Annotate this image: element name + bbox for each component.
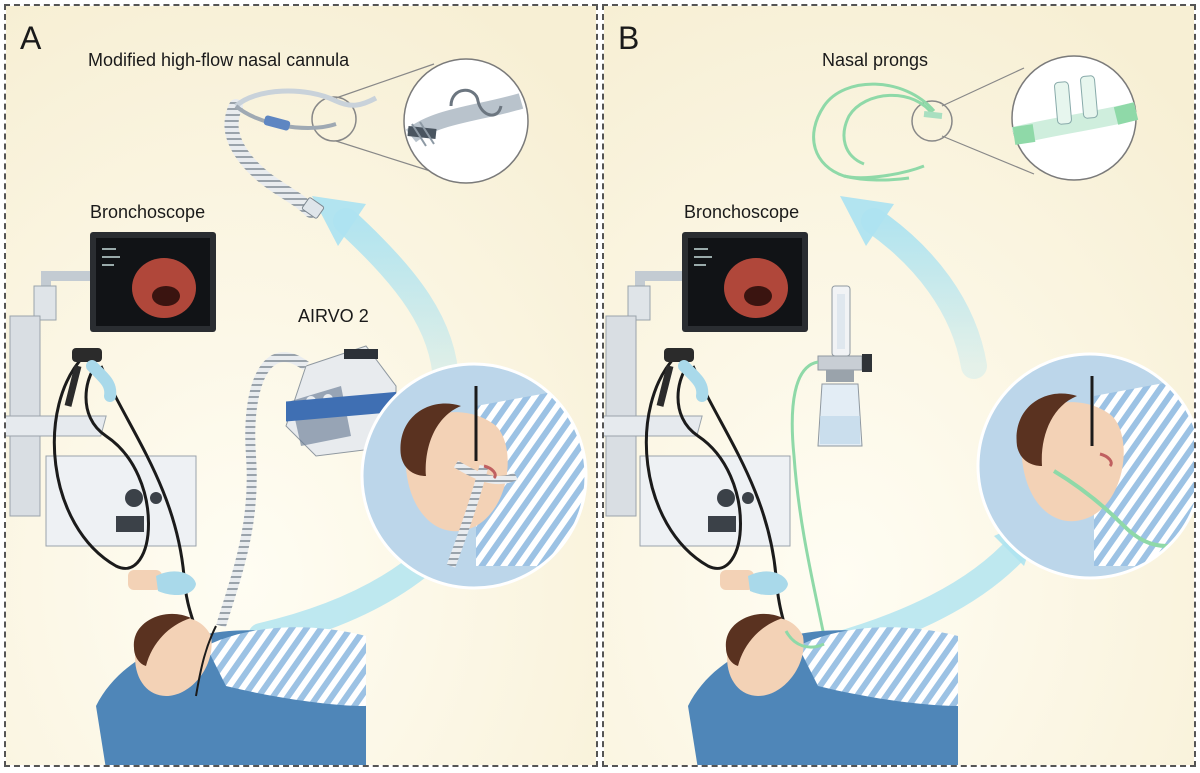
airvo-tubing (216, 352, 309, 628)
airvo-2-device (285, 345, 397, 457)
magnified-patient-view (360, 362, 588, 590)
bronchoscope-monitor-b (682, 232, 808, 332)
panel-b: B Nasal prongs Bronchoscope (602, 4, 1196, 767)
high-flow-nasal-cannula (224, 88, 378, 219)
bronchoscope-monitor (90, 232, 216, 332)
bronchoscope-label-b: Bronchoscope (684, 202, 800, 222)
panel-b-letter: B (618, 20, 640, 56)
bronchoscope-device-b (644, 348, 788, 632)
magnified-patient-view-b (976, 352, 1194, 580)
panel-a-letter: A (20, 20, 42, 56)
oxygen-flowmeter (790, 285, 872, 637)
patient-on-bed-b (688, 613, 958, 765)
flow-arrow-up-b (840, 196, 987, 379)
bronchoscopy-tower (6, 271, 197, 547)
flow-arrow-up (312, 196, 459, 399)
cannula-label: Modified high-flow nasal cannula (88, 50, 350, 70)
patient-on-bed (96, 613, 366, 765)
bronchoscope-label-a: Bronchoscope (90, 202, 206, 222)
bronchoscopy-tower-b (604, 271, 791, 547)
bronchoscope-device (52, 348, 198, 632)
prongs-label: Nasal prongs (822, 50, 929, 70)
panel-a-illustration (6, 6, 596, 765)
cannula-magnifier (311, 58, 529, 184)
panel-a: A Modified high-flow nasal cannula Bronc… (4, 4, 598, 767)
nasal-prongs (812, 82, 943, 182)
airvo-label: AIRVO 2 (298, 306, 369, 326)
prongs-magnifier (911, 55, 1139, 181)
panel-b-illustration (604, 6, 1194, 765)
